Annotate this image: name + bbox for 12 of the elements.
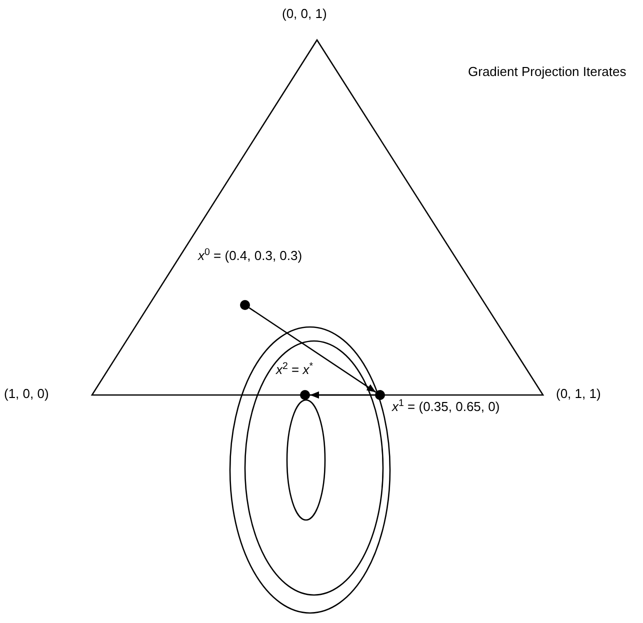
iterate-point bbox=[375, 390, 385, 400]
point-label: x$^{0}$ = (0.4, 0.3, 0.3) bbox=[198, 248, 302, 264]
vertex-label: (0, 0, 1) bbox=[282, 6, 327, 22]
point-label: x$^{2}$ = x$^{*}$ bbox=[276, 362, 314, 378]
arrow bbox=[248, 307, 376, 393]
vertex-label: (1, 0, 0) bbox=[4, 386, 49, 402]
arrow bbox=[310, 391, 375, 399]
point-label: x$^{1}$ = (0.35, 0.65, 0) bbox=[392, 399, 500, 415]
vertex-label: (0, 1, 1) bbox=[556, 386, 601, 402]
iterate-point bbox=[240, 300, 250, 310]
note-text: Gradient Projection Iterates bbox=[468, 64, 626, 80]
iterate-point bbox=[300, 390, 310, 400]
